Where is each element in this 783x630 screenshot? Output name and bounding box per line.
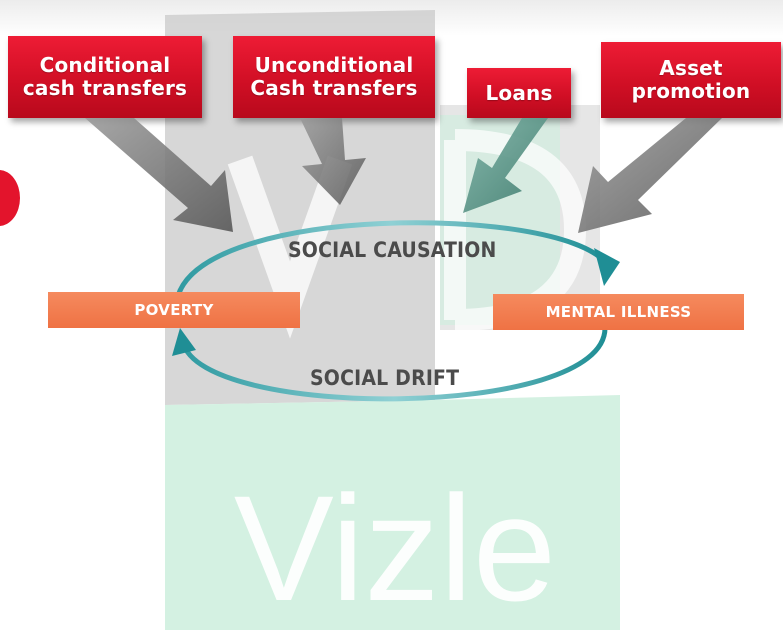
conditional-cash-transfers-label: Conditional cash transfers — [22, 53, 188, 100]
loans-box: Loans — [467, 68, 571, 118]
red-circle-fragment — [0, 170, 20, 226]
social-drift-arrowhead — [172, 328, 196, 356]
mental-illness-node: MENTAL ILLNESS — [493, 294, 744, 330]
arrow-conditional-to-cycle — [85, 118, 233, 232]
arrow-loans-to-cycle — [463, 118, 548, 213]
watermark-text: Vizle — [234, 464, 556, 630]
asset-promotion-label: Asset promotion — [631, 56, 751, 103]
asset-promotion-box: Asset promotion — [601, 42, 781, 118]
watermark-green-panel — [165, 395, 620, 630]
loans-label: Loans — [485, 80, 553, 105]
social-causation-arrowhead — [594, 248, 620, 286]
poverty-node: POVERTY — [48, 292, 300, 328]
unconditional-cash-transfers-box: Unconditional Cash transfers — [233, 36, 435, 118]
social-causation-label: SOCIAL CAUSATION — [288, 238, 497, 262]
arrow-asset-promotion-to-cycle — [578, 118, 722, 233]
unconditional-cash-transfers-label: Unconditional Cash transfers — [250, 53, 418, 100]
conditional-cash-transfers-box: Conditional cash transfers — [8, 36, 202, 118]
arrow-unconditional-to-cycle — [300, 118, 366, 205]
poverty-label: POVERTY — [134, 301, 214, 319]
mental-illness-label: MENTAL ILLNESS — [545, 303, 692, 321]
social-causation-loop — [175, 220, 607, 297]
social-drift-label: SOCIAL DRIFT — [310, 366, 460, 390]
social-drift-loop — [180, 327, 608, 402]
